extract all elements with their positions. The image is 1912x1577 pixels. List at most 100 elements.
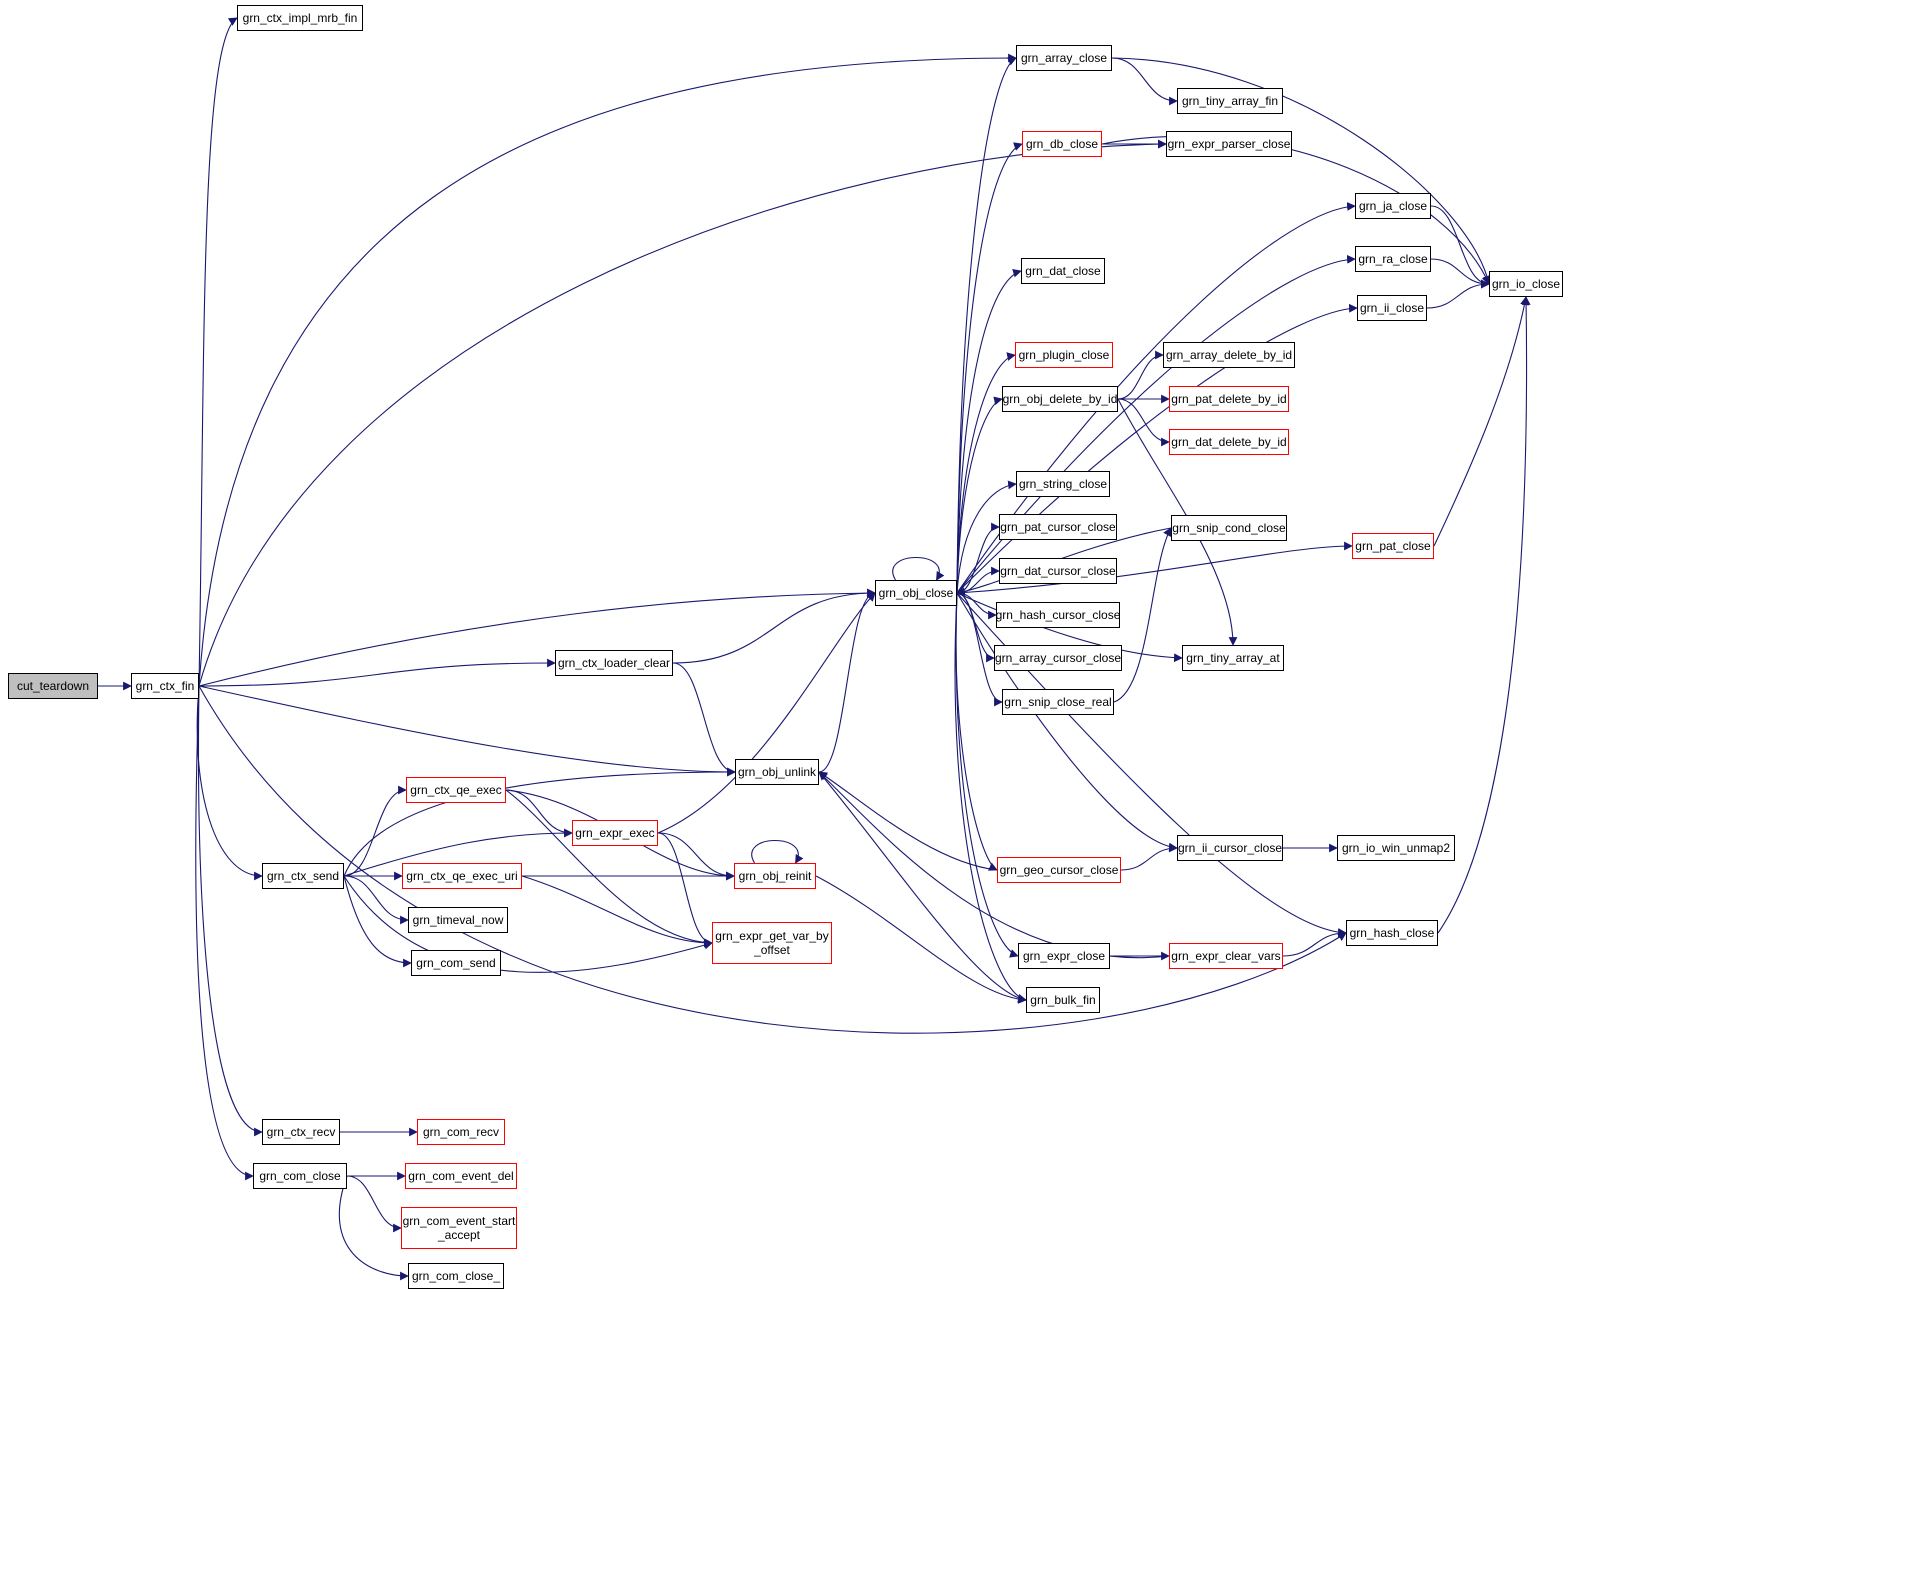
node-grn_ctx_recv[interactable]: grn_ctx_recv — [262, 1119, 340, 1145]
edge-grn_obj_close-to-grn_bulk_fin — [954, 592, 1027, 1003]
node-grn_io_win_unmap2[interactable]: grn_io_win_unmap2 — [1337, 835, 1455, 861]
node-grn_io_close[interactable]: grn_io_close — [1489, 271, 1563, 297]
edge-grn_ctx_send-to-grn_com_send — [343, 875, 412, 968]
edge-grn_obj_close-to-grn_array_close — [956, 57, 1017, 594]
edge-grn_ja_close-to-grn_io_close — [1430, 205, 1490, 289]
node-grn_com_recv[interactable]: grn_com_recv — [417, 1119, 505, 1145]
edge-grn_ctx_fin-to-grn_com_close — [195, 685, 254, 1181]
node-grn_expr_parser_close[interactable]: grn_expr_parser_close — [1166, 131, 1292, 157]
edge-grn_obj_close-to-grn_dat_close — [956, 269, 1022, 594]
node-grn_plugin_close[interactable]: grn_plugin_close — [1015, 342, 1113, 368]
edge-grn_ctx_send-to-grn_ctx_qe_exec — [343, 785, 407, 877]
node-grn_ctx_qe_exec_uri[interactable]: grn_ctx_qe_exec_uri — [402, 863, 522, 889]
node-grn_expr_get_var_by_offset[interactable]: grn_expr_get_var_by _offset — [712, 922, 832, 964]
edge-grn_obj_close-to-grn_ii_cursor_close — [956, 592, 1178, 852]
node-grn_com_close_[interactable]: grn_com_close_ — [408, 1263, 504, 1289]
edge-grn_array_close-to-grn_io_close — [1111, 57, 1492, 285]
edge-grn_obj_close-to-grn_snip_close_real — [956, 592, 1003, 707]
node-grn_tiny_array_at[interactable]: grn_tiny_array_at — [1182, 645, 1284, 671]
node-grn_pat_close[interactable]: grn_pat_close — [1352, 533, 1434, 559]
edge-grn_ctx_fin-to-grn_obj_unlink — [198, 685, 736, 777]
edge-grn_geo_cursor_close-to-grn_ii_cursor_close — [1120, 843, 1178, 871]
node-grn_timeval_now[interactable]: grn_timeval_now — [408, 907, 508, 933]
node-grn_expr_close[interactable]: grn_expr_close — [1018, 943, 1110, 969]
edge-grn_obj_close-to-grn_db_close — [956, 142, 1023, 594]
edge-grn_ctx_fin-to-grn_array_close — [198, 53, 1017, 687]
edge-grn_com_close-to-grn_com_event_start_accept — [346, 1175, 402, 1233]
node-grn_com_event_del[interactable]: grn_com_event_del — [405, 1163, 517, 1189]
node-grn_pat_delete_by_id[interactable]: grn_pat_delete_by_id — [1169, 386, 1289, 412]
node-grn_string_close[interactable]: grn_string_close — [1016, 471, 1110, 497]
node-grn_obj_unlink[interactable]: grn_obj_unlink — [735, 759, 819, 785]
edge-grn_expr_clear_vars-to-grn_hash_close — [1282, 928, 1347, 957]
edge-grn_expr_exec-to-grn_obj_reinit — [657, 832, 735, 881]
edge-grn_obj_reinit-to-grn_obj_reinit — [751, 840, 804, 864]
node-grn_obj_delete_by_id[interactable]: grn_obj_delete_by_id — [1002, 386, 1118, 412]
edge-grn_obj_close-to-grn_obj_close — [892, 557, 945, 581]
node-grn_ra_close[interactable]: grn_ra_close — [1355, 246, 1431, 272]
edge-grn_ctx_qe_exec-to-grn_expr_get_var_by_offset — [505, 789, 713, 948]
node-grn_tiny_array_fin[interactable]: grn_tiny_array_fin — [1177, 88, 1283, 114]
node-grn_bulk_fin[interactable]: grn_bulk_fin — [1026, 987, 1100, 1013]
edge-grn_ctx_fin-to-grn_ctx_impl_mrb_fin — [198, 17, 238, 687]
node-grn_expr_exec[interactable]: grn_expr_exec — [572, 820, 658, 846]
edge-grn_geo_cursor_close-to-grn_obj_unlink — [818, 771, 998, 871]
edge-grn_ctx_send-to-grn_timeval_now — [343, 875, 409, 925]
node-grn_ii_cursor_close[interactable]: grn_ii_cursor_close — [1177, 835, 1283, 861]
node-grn_array_close[interactable]: grn_array_close — [1016, 45, 1112, 71]
node-grn_ja_close[interactable]: grn_ja_close — [1355, 193, 1431, 219]
node-grn_ii_close[interactable]: grn_ii_close — [1357, 295, 1427, 321]
node-grn_obj_reinit[interactable]: grn_obj_reinit — [734, 863, 816, 889]
edge-grn_obj_close-to-grn_dat_cursor_close — [956, 566, 1000, 594]
node-grn_geo_cursor_close[interactable]: grn_geo_cursor_close — [997, 857, 1121, 883]
edge-grn_obj_close-to-grn_obj_delete_by_id — [956, 396, 1003, 594]
node-grn_db_close[interactable]: grn_db_close — [1022, 131, 1102, 157]
node-grn_pat_cursor_close[interactable]: grn_pat_cursor_close — [999, 514, 1117, 540]
node-grn_array_delete_by_id[interactable]: grn_array_delete_by_id — [1163, 342, 1295, 368]
node-grn_ctx_impl_mrb_fin[interactable]: grn_ctx_impl_mrb_fin — [237, 5, 363, 31]
node-grn_ctx_qe_exec[interactable]: grn_ctx_qe_exec — [406, 777, 506, 803]
node-grn_hash_close[interactable]: grn_hash_close — [1346, 920, 1438, 946]
edge-grn_obj_unlink-to-grn_obj_close — [818, 588, 876, 773]
edge-grn_obj_close-to-grn_string_close — [956, 480, 1017, 594]
edge-grn_obj_close-to-grn_ra_close — [956, 254, 1356, 594]
node-cut_teardown[interactable]: cut_teardown — [8, 673, 98, 699]
edge-grn_obj_reinit-to-grn_bulk_fin — [815, 875, 1027, 1004]
edge-grn_ctx_send-to-grn_expr_get_var_by_offset — [343, 875, 713, 973]
edge-grn_obj_close-to-grn_pat_close — [956, 541, 1353, 594]
edge-grn_ctx_fin-to-grn_expr_parser_close — [198, 139, 1167, 687]
edge-grn_com_close-to-grn_com_close_ — [338, 1175, 409, 1281]
edge-grn_expr_exec-to-grn_expr_get_var_by_offset — [657, 832, 713, 948]
node-grn_dat_close[interactable]: grn_dat_close — [1021, 258, 1105, 284]
node-grn_array_cursor_close[interactable]: grn_array_cursor_close — [994, 645, 1122, 671]
node-grn_ctx_fin[interactable]: grn_ctx_fin — [131, 673, 199, 699]
node-grn_expr_clear_vars[interactable]: grn_expr_clear_vars — [1169, 943, 1283, 969]
edge-grn_ra_close-to-grn_io_close — [1430, 258, 1490, 289]
edge-grn_ctx_fin-to-grn_ctx_recv — [197, 685, 263, 1137]
edge-grn_ctx_loader_clear-to-grn_obj_close — [672, 588, 876, 664]
node-grn_ctx_send[interactable]: grn_ctx_send — [262, 863, 344, 889]
edge-grn_pat_close-to-grn_io_close — [1433, 296, 1529, 547]
edge-grn_ctx_loader_clear-to-grn_obj_unlink — [672, 662, 736, 777]
node-grn_snip_cond_close[interactable]: grn_snip_cond_close — [1171, 515, 1287, 541]
node-grn_dat_delete_by_id[interactable]: grn_dat_delete_by_id — [1169, 429, 1289, 455]
edge-grn_ctx_send-to-grn_expr_exec — [343, 828, 573, 877]
edge-grn_snip_close_real-to-grn_snip_cond_close — [1113, 527, 1172, 703]
node-grn_obj_close[interactable]: grn_obj_close — [875, 580, 957, 606]
node-grn_com_send[interactable]: grn_com_send — [411, 950, 501, 976]
edge-grn_obj_unlink-to-grn_bulk_fin — [818, 771, 1027, 1003]
edge-grn_ctx_fin-to-grn_obj_close — [198, 588, 876, 687]
node-grn_hash_cursor_close[interactable]: grn_hash_cursor_close — [996, 602, 1120, 628]
edge-grn_array_close-to-grn_tiny_array_fin — [1111, 57, 1178, 106]
node-grn_com_close[interactable]: grn_com_close — [253, 1163, 347, 1189]
node-grn_dat_cursor_close[interactable]: grn_dat_cursor_close — [999, 558, 1117, 584]
edge-grn_obj_close-to-grn_geo_cursor_close — [955, 592, 998, 871]
edge-grn_ii_close-to-grn_io_close — [1426, 279, 1490, 309]
edges — [98, 17, 1531, 1281]
node-grn_com_event_start_accept[interactable]: grn_com_event_start _accept — [401, 1207, 517, 1249]
node-grn_snip_close_real[interactable]: grn_snip_close_real — [1002, 689, 1114, 715]
node-grn_ctx_loader_clear[interactable]: grn_ctx_loader_clear — [555, 650, 673, 676]
edge-grn_expr_exec-to-grn_obj_close — [657, 592, 876, 834]
